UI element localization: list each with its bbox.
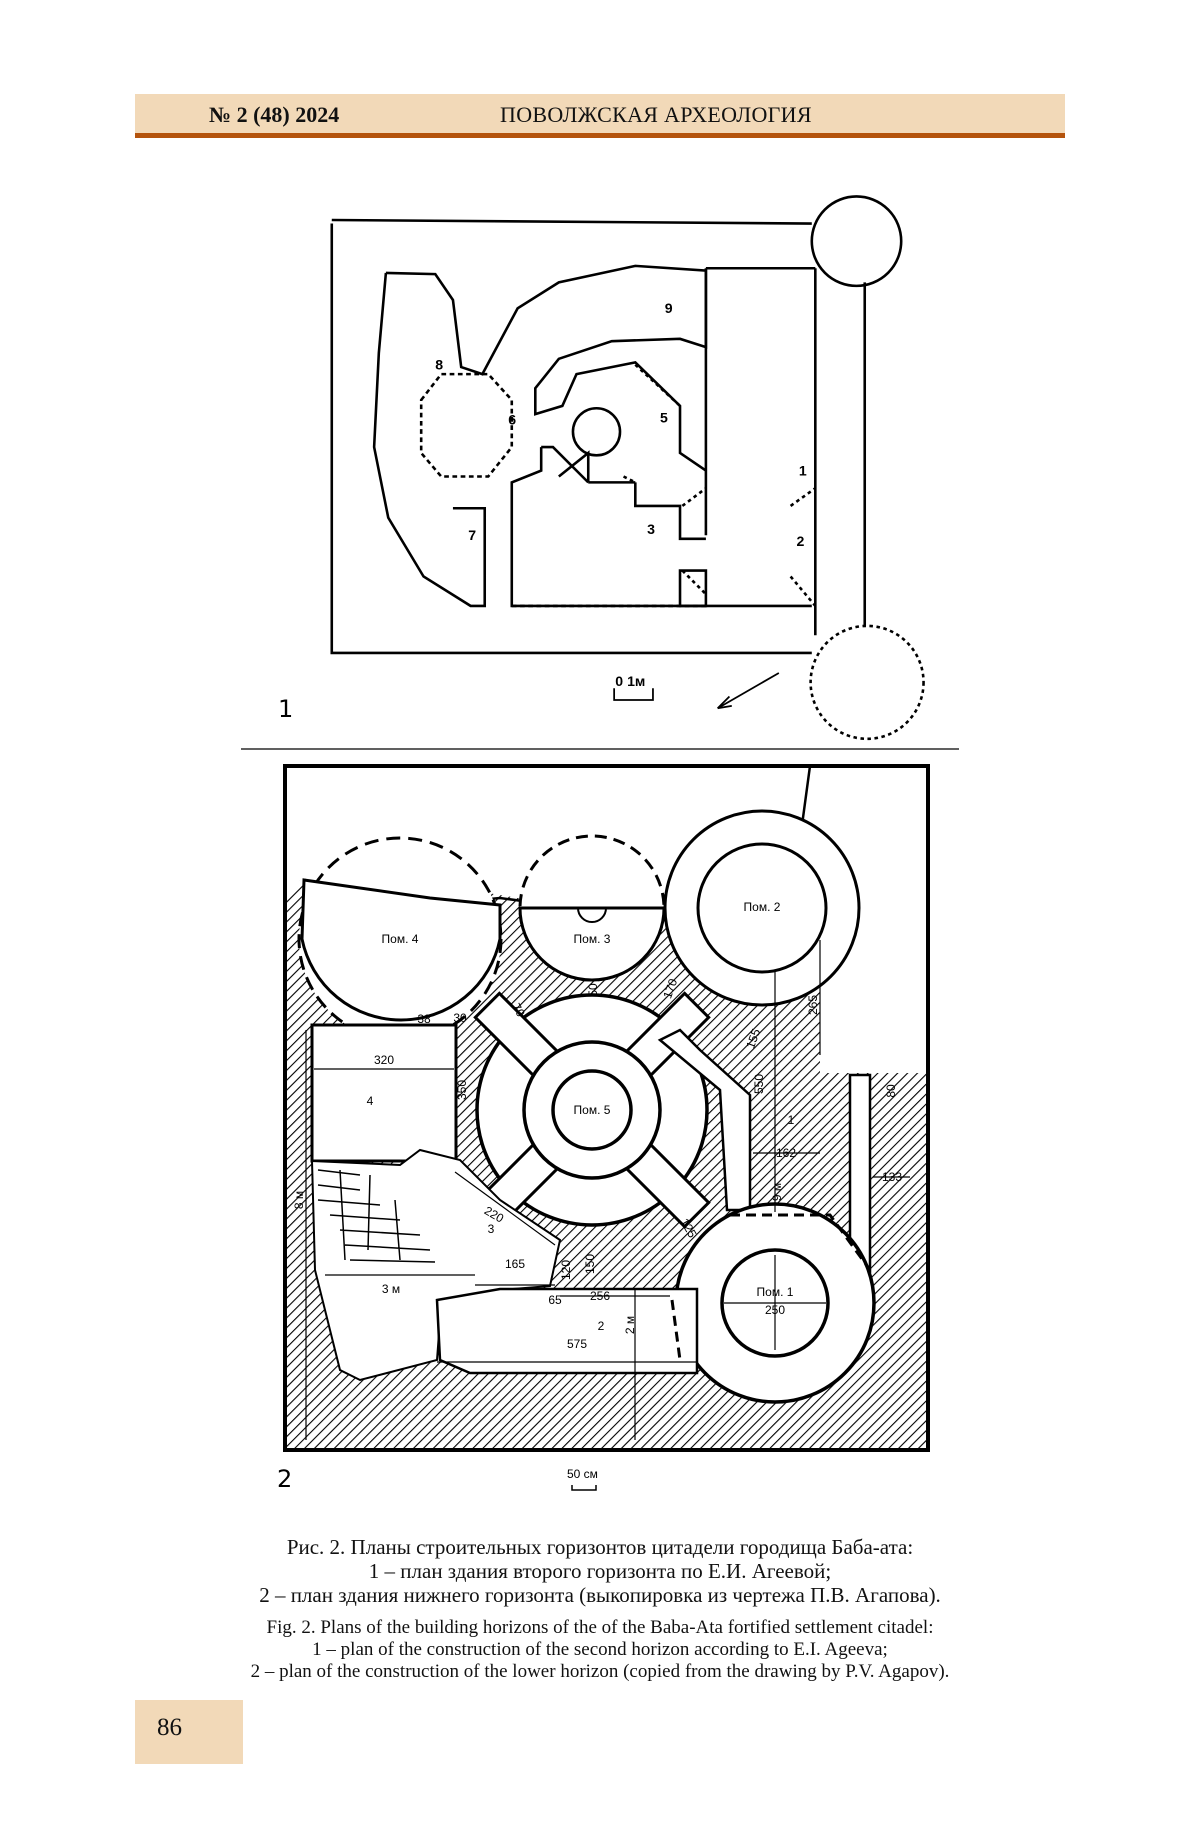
dim-133: 133 (882, 1170, 902, 1184)
room-number-3: 3 (647, 521, 655, 537)
area-label-1: 1 (788, 1113, 795, 1127)
caption-en-2: 1 – plan of the construction of the seco… (0, 1639, 1200, 1661)
dim-9m: 9 м (770, 1183, 784, 1201)
dim-65: 65 (548, 1293, 562, 1307)
dim-165: 165 (505, 1257, 525, 1271)
room-number-1: 1 (799, 462, 807, 478)
caption-en-1: Fig. 2. Plans of the building horizons o… (0, 1617, 1200, 1639)
room-label-4: Пом. 4 (382, 932, 419, 946)
dim-256: 256 (590, 1289, 610, 1303)
scale-label-50cm: 50 см (567, 1467, 598, 1481)
dim-120: 120 (559, 1260, 573, 1280)
area-label-4: 4 (367, 1094, 374, 1108)
plan-lower-horizon: Пом. 4 Пом. 3 Пом. 2 Пом. 5 Пом. 1 250 3… (285, 766, 928, 1450)
room-number-5: 5 (660, 409, 668, 425)
room-number-2: 2 (796, 533, 804, 549)
scale-bar-label: 0 1м (615, 673, 645, 689)
dim-250: 250 (765, 1303, 785, 1317)
dim-162: 162 (776, 1146, 796, 1160)
page-number: 86 (157, 1714, 182, 1742)
room-number-8: 8 (435, 356, 443, 372)
caption-en-3: 2 – plan of the construction of the lowe… (0, 1661, 1200, 1683)
panel-label-1: 1 (278, 695, 293, 723)
dim-150: 150 (583, 1254, 597, 1274)
panel-label-2: 2 (277, 1465, 292, 1493)
dim-30: 30 (453, 1011, 467, 1025)
dim-550: 550 (752, 1074, 766, 1094)
caption-ru-2: 1 – план здания второго горизонта по Е.И… (0, 1559, 1200, 1584)
dim-350: 350 (455, 1080, 469, 1100)
room-label-3: Пом. 3 (574, 932, 611, 946)
dim-3m: 3 м (382, 1282, 400, 1296)
plan-second-horizon: 9 8 6 5 1 7 3 2 0 1м (332, 196, 924, 738)
dim-8m: 8 м (292, 1191, 306, 1209)
dim-80: 80 (884, 1084, 898, 1098)
area-label-2: 2 (598, 1319, 605, 1333)
dim-2m: 2 м (623, 1316, 637, 1334)
caption-ru-3: 2 – план здания нижнего горизонта (выкоп… (0, 1583, 1200, 1608)
dim-575: 575 (567, 1337, 587, 1351)
scale-bar (572, 1485, 596, 1490)
room-number-7: 7 (468, 527, 476, 543)
room-number-6: 6 (508, 412, 516, 428)
dim-38: 38 (417, 1012, 431, 1026)
dim-265: 265 (806, 995, 820, 1015)
room-number-9: 9 (665, 300, 673, 316)
area-label-3: 3 (488, 1222, 495, 1236)
page-number-box: 86 (135, 1700, 243, 1764)
room-label-2: Пом. 2 (744, 900, 781, 914)
dim-50: 50 (586, 983, 600, 997)
dim-320: 320 (374, 1053, 394, 1067)
caption-ru-1: Рис. 2. Планы строительных горизонтов ци… (0, 1535, 1200, 1560)
room-label-5: Пом. 5 (574, 1103, 611, 1117)
room-label-1: Пом. 1 (757, 1285, 794, 1299)
